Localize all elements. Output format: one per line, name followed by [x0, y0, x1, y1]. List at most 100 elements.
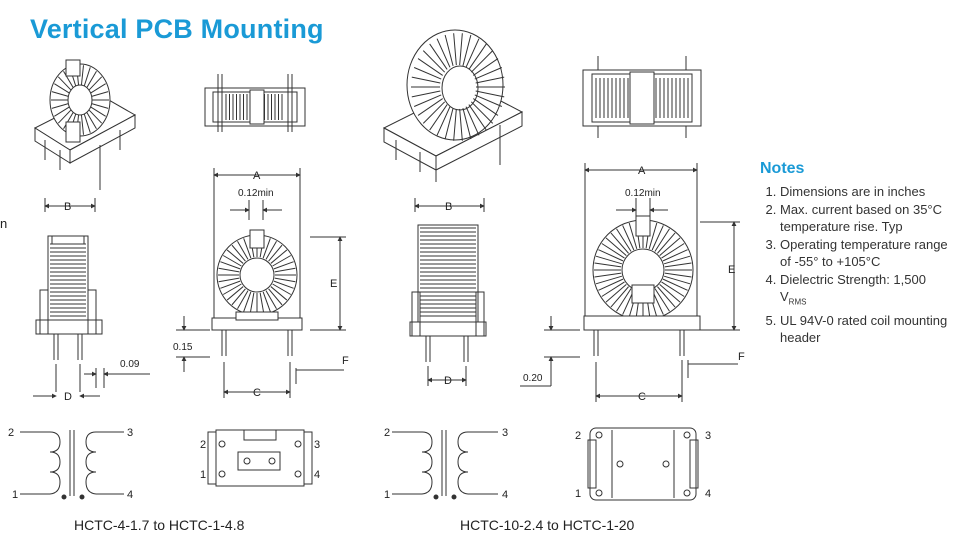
winding-line [63, 112, 74, 130]
winding-line [657, 286, 676, 308]
pin-label-4: 4 [502, 489, 508, 501]
winding-line [218, 267, 240, 273]
winding-line [231, 288, 246, 306]
pin-label-4: 4 [127, 489, 133, 501]
winding-line [80, 114, 84, 135]
dim-label-b-right: B [445, 201, 452, 213]
winding-line [444, 34, 454, 66]
winding-line [622, 225, 635, 251]
dim-label-f-right: F [738, 351, 745, 363]
winding-line [51, 103, 69, 109]
right-top-view [582, 56, 702, 138]
left-top-view [204, 74, 306, 132]
winding-line [468, 104, 487, 131]
dim-label-a-right: A [638, 165, 646, 177]
pin-label-2: 2 [200, 439, 206, 451]
right-pcb-footprint [587, 427, 699, 501]
winding-line [222, 255, 242, 267]
winding-line [462, 108, 472, 140]
winding-line [249, 292, 255, 314]
winding-line [436, 38, 451, 68]
winding-line [411, 76, 441, 84]
winding-line [462, 34, 472, 66]
winding-line [628, 222, 638, 250]
winding-line [595, 275, 623, 285]
caption-right: HCTC-10-2.4 to HCTC-1-20 [460, 517, 635, 533]
winding-line [429, 104, 448, 131]
winding-line [88, 109, 103, 124]
winding-line [274, 267, 296, 273]
winding-line [598, 249, 624, 262]
winding-line [664, 272, 692, 278]
winding-line [470, 50, 494, 73]
winding-line [262, 291, 271, 312]
winding-line [91, 91, 109, 97]
dim-label-e-left: E [330, 278, 337, 290]
left-front-view [176, 168, 346, 398]
winding-line [459, 108, 463, 141]
dim-label-c-right: C [638, 391, 646, 403]
winding-line [243, 238, 252, 259]
winding-line [226, 286, 244, 301]
winding-line [54, 83, 70, 94]
winding-line [662, 278, 688, 291]
winding-line [63, 70, 74, 88]
winding-line [83, 67, 91, 87]
winding-line [411, 90, 441, 98]
winding-line [474, 94, 503, 107]
winding-line [661, 281, 685, 297]
rms-subscript: RMS [788, 297, 807, 307]
winding-line [605, 237, 627, 256]
winding-line [662, 249, 688, 262]
winding-line [413, 67, 442, 80]
winding-line [616, 288, 632, 312]
winding-line [475, 90, 505, 98]
winding-line [218, 277, 240, 283]
winding-line [601, 281, 625, 297]
winding-line [598, 278, 624, 291]
winding-line [453, 108, 457, 141]
winding-line [422, 101, 446, 124]
dim-label-e-right: E [728, 264, 735, 276]
left-schematic [20, 430, 124, 500]
winding-line [474, 67, 503, 80]
pin-label-2: 2 [8, 427, 14, 439]
pin-label-1: 1 [200, 469, 206, 481]
pin-label-4: 4 [314, 469, 320, 481]
dim-label-f-left: F [342, 355, 349, 367]
winding-line [661, 243, 685, 259]
page-title: Vertical PCB Mounting [30, 14, 324, 44]
winding-line [57, 76, 72, 91]
winding-line [664, 262, 692, 268]
winding-line [88, 76, 103, 91]
note-item: Operating temperature range of -55° to +… [780, 236, 955, 270]
right-isometric-view [382, 29, 524, 182]
pin-label-1: 1 [384, 489, 390, 501]
dim-label-c-left: C [253, 387, 261, 399]
pin-label-2: 2 [384, 427, 390, 439]
winding-line [220, 261, 241, 270]
winding-line [473, 98, 499, 116]
winding-line [274, 277, 296, 283]
winding-line [413, 94, 442, 107]
right-side-view [409, 198, 487, 386]
pin-label-3: 3 [502, 427, 508, 439]
winding-line [657, 232, 676, 254]
left-isometric-view [33, 59, 137, 190]
dim-label-min-right: 0.12min [625, 188, 661, 199]
note-item: Max. current based on 35°C temperature r… [780, 201, 955, 235]
winding-line [220, 280, 241, 289]
winding-line [473, 58, 499, 76]
winding-line [417, 58, 443, 76]
pin-label-3: 3 [314, 439, 320, 451]
winding-line [272, 283, 292, 295]
cropped-text-fragment: n [0, 216, 8, 231]
pin-label-2: 2 [575, 430, 581, 442]
dim-label-d-right: D [444, 375, 452, 387]
winding-line [265, 290, 277, 310]
winding-line [231, 244, 246, 262]
dim-label-d-left: D [64, 391, 72, 403]
winding-line [83, 113, 91, 133]
note-item: UL 94V-0 rated coil mounting header [780, 312, 955, 346]
